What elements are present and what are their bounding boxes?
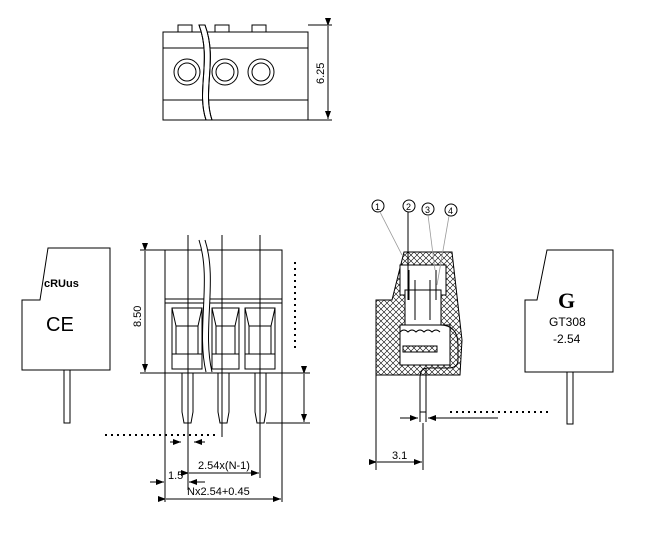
dim-pitch: 2.54x(N-1) xyxy=(198,460,250,472)
dim-height: 8.50 xyxy=(132,306,144,327)
dim-total-width: Nx2.54+0.45 xyxy=(187,486,250,498)
model-label: GT308 xyxy=(549,315,586,329)
left-side-view: cRUus CE xyxy=(21,247,111,424)
screw-holes xyxy=(173,58,275,86)
callouts: 1 2 3 4 xyxy=(371,199,458,300)
callout-3: 3 xyxy=(425,205,430,215)
brand-logo: G xyxy=(558,288,575,313)
callout-1: 1 xyxy=(375,202,380,212)
dim-pin-offset: 3.1 xyxy=(392,450,407,462)
top-view: 6.25 xyxy=(162,18,332,121)
ul-mark: cRUus xyxy=(44,278,79,290)
callout-4: 4 xyxy=(448,206,453,216)
dim-edge-offset: 1.5 xyxy=(168,470,183,482)
ce-mark: CE xyxy=(46,314,74,336)
pins xyxy=(181,373,267,424)
callout-2: 2 xyxy=(406,202,411,212)
section-view: 3.1 1 2 3 4 xyxy=(369,199,548,470)
front-view: 8.50 1.5 2.54x(N-1) Nx2.54+0.45 xyxy=(105,235,310,502)
dim-depth: 6.25 xyxy=(315,63,327,84)
right-side-view: G GT308 -2.54 xyxy=(524,249,614,425)
pitch-label: -2.54 xyxy=(553,332,581,346)
